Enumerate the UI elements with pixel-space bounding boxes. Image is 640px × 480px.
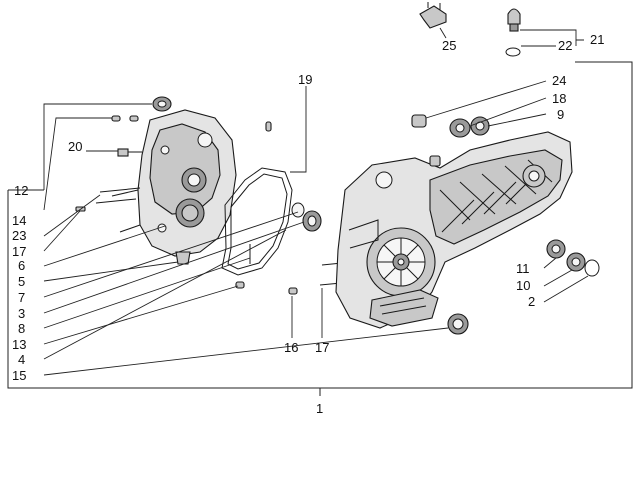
left-crankcase-half	[111, 109, 237, 257]
o-ring-22	[505, 47, 521, 57]
seal-ring-3	[302, 210, 322, 232]
callout-13: 13	[12, 337, 26, 352]
pin-13	[235, 281, 245, 289]
stud-bolts-left	[95, 187, 141, 204]
breather-valve-21	[507, 8, 521, 32]
callout-14: 14	[12, 213, 26, 228]
callout-20: 20	[68, 139, 82, 154]
callout-12: 12	[14, 183, 28, 198]
seal-ring-10	[566, 252, 586, 272]
callout-5: 5	[18, 274, 25, 289]
frame-bracket	[7, 61, 633, 389]
dowel-pin-pair	[111, 115, 139, 122]
callout-25: 25	[442, 38, 456, 53]
callout-7: 7	[18, 290, 25, 305]
callout-15: 15	[12, 368, 26, 383]
callout-23: 23	[12, 228, 26, 243]
callout-10: 10	[516, 278, 530, 293]
callout-2: 2	[528, 294, 535, 309]
callout-1: 1	[316, 401, 323, 416]
leader-lines	[8, 27, 589, 376]
callout-4: 4	[18, 352, 25, 367]
bearing-ring-7	[291, 202, 305, 218]
bracket-25	[419, 2, 447, 29]
seal-ring-top-left	[152, 96, 172, 112]
bearing-11	[546, 239, 566, 259]
callout-21: 21	[590, 32, 604, 47]
callout-labels: 1 2 3 4 5 6 7 8 9 10 11 12 13 14 15 16 1…	[12, 32, 604, 416]
callout-17-right: 17	[315, 340, 329, 355]
callout-6: 6	[18, 258, 25, 273]
seal-ring-18	[449, 118, 471, 138]
callout-11: 11	[516, 261, 530, 276]
bushing-24	[411, 114, 427, 128]
bushing-top-mid	[429, 155, 441, 167]
callout-22: 22	[558, 38, 572, 53]
callout-18: 18	[552, 91, 566, 106]
callout-19: 19	[298, 72, 312, 87]
callout-9: 9	[557, 107, 564, 122]
callout-8: 8	[18, 321, 25, 336]
seal-ring-15	[447, 313, 469, 335]
dowel-top	[265, 121, 272, 132]
pin-16	[288, 287, 298, 295]
callout-17-left: 17	[12, 244, 26, 259]
circlip-2	[584, 259, 600, 277]
callout-3: 3	[18, 306, 25, 321]
callout-16: 16	[284, 340, 298, 355]
bolt-20	[117, 148, 142, 157]
plug-5	[175, 251, 191, 265]
callout-24: 24	[552, 73, 566, 88]
right-crankcase-half	[335, 131, 573, 329]
